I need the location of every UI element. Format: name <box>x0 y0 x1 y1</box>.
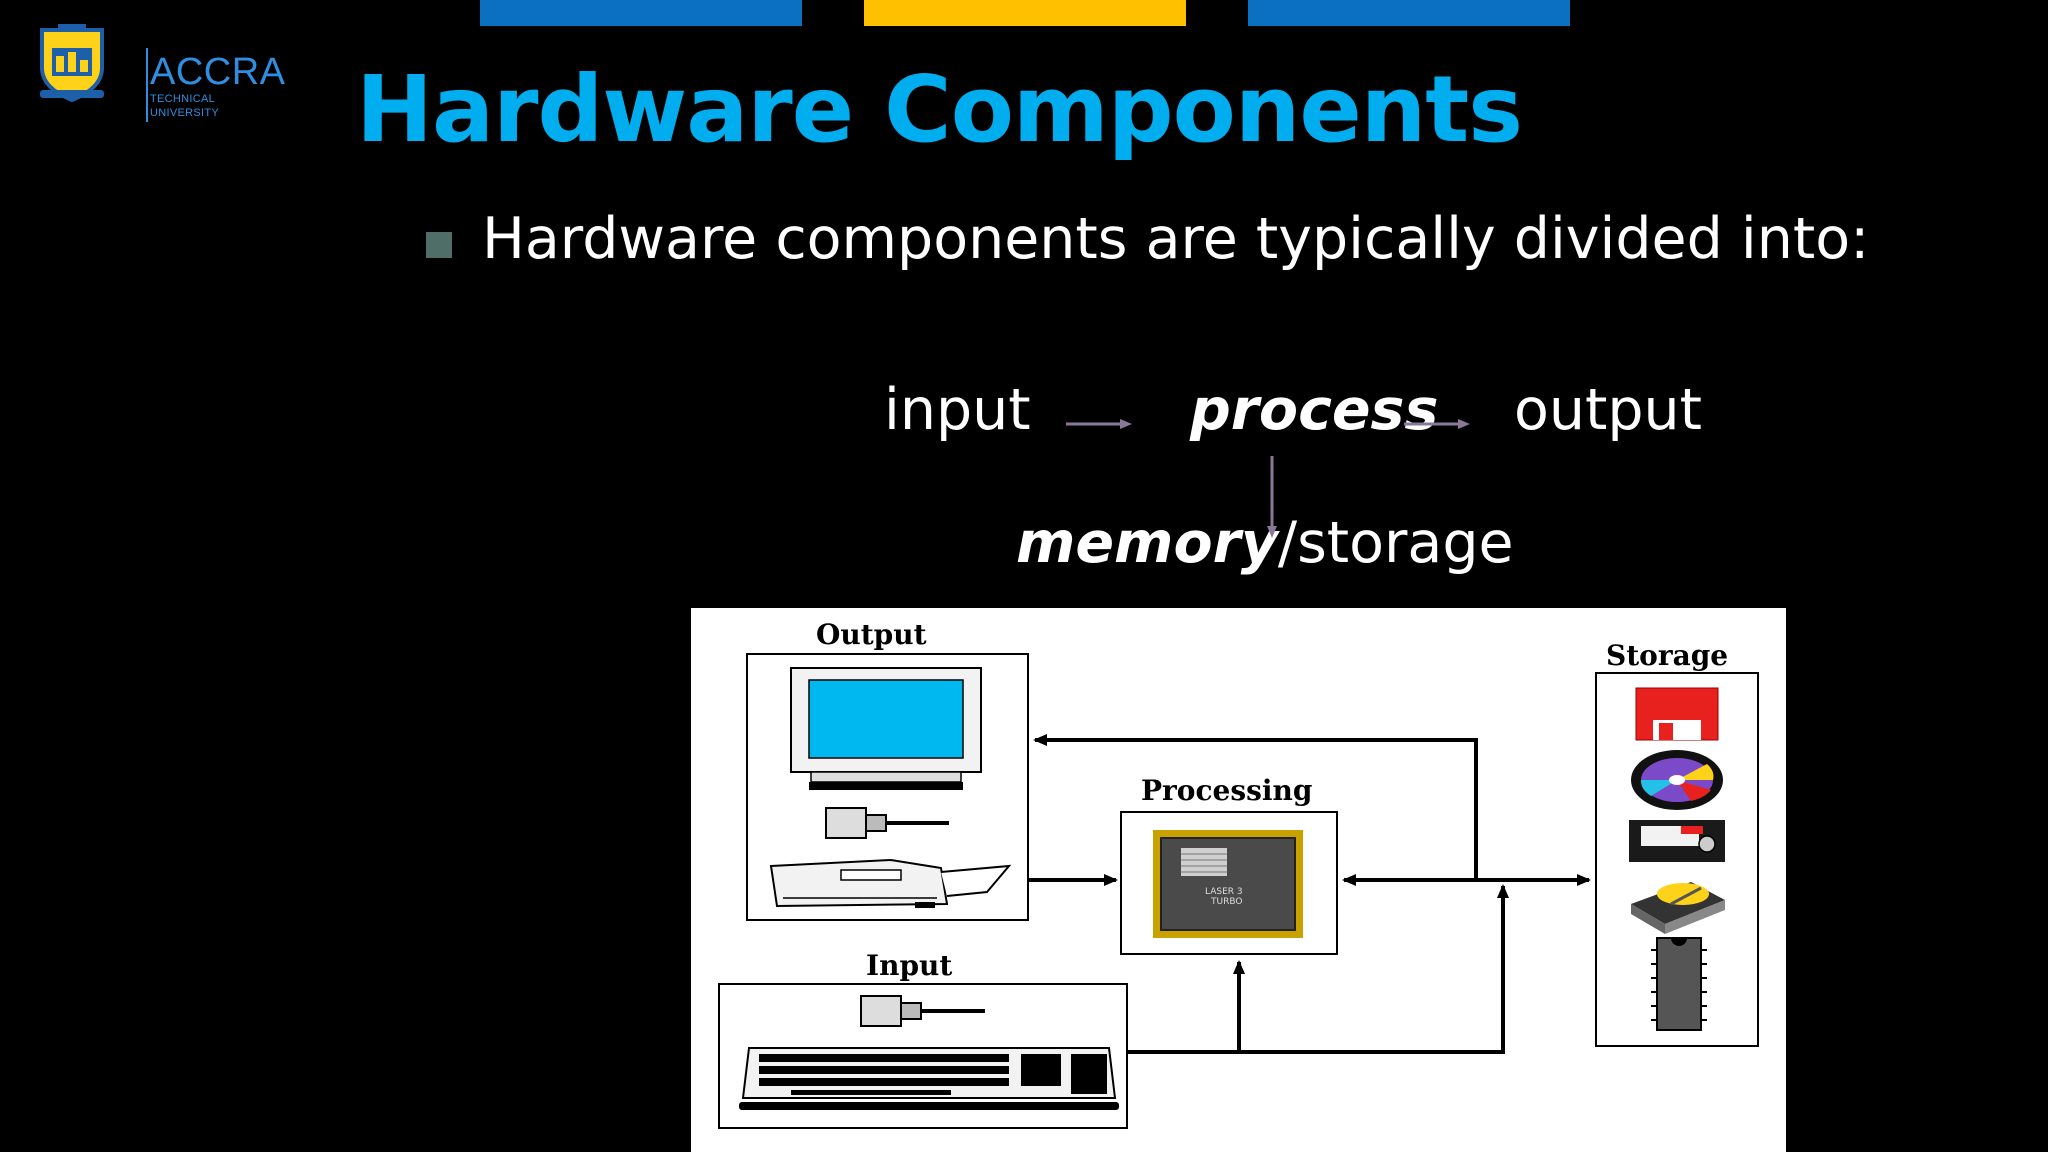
accent-bar-blue-right <box>1248 0 1570 26</box>
slide-title: Hardware Components <box>356 56 1523 163</box>
microphone-icon <box>860 995 985 1027</box>
cd-disc-icon <box>1631 750 1723 810</box>
flow-storage-label: /storage <box>1277 510 1514 576</box>
arrow-input-to-bus <box>1127 884 1509 1054</box>
chip-text-line2: TURBO <box>1210 897 1242 907</box>
processing-label: Processing <box>1141 774 1312 807</box>
arrow-processing-to-output <box>1033 734 1478 880</box>
hardware-diagram: Output Processing Storage Input <box>691 608 1786 1152</box>
flow-memory-label: memory <box>1016 510 1278 576</box>
keyboard-icon <box>739 1047 1119 1110</box>
university-logo: ACCRA TECHNICAL UNIVERSITY <box>34 22 285 122</box>
logo-name: ACCRA <box>150 51 286 93</box>
university-crest-icon <box>40 24 104 103</box>
storage-label: Storage <box>1606 639 1728 672</box>
logo-text: ACCRA TECHNICAL UNIVERSITY <box>150 52 286 120</box>
logo-divider <box>146 48 148 122</box>
memory-chip-icon <box>1651 937 1707 1031</box>
flow-process-label: process <box>1190 377 1439 443</box>
input-label: Input <box>866 949 952 982</box>
hard-drive-icon <box>1631 882 1725 934</box>
logo-subtitle: TECHNICAL UNIVERSITY <box>150 93 220 119</box>
speaker-icon <box>825 807 949 839</box>
printer-icon <box>769 858 1012 908</box>
flow-input-label: input <box>884 377 1031 443</box>
bullet-text: Hardware components are typically divide… <box>482 206 1870 272</box>
bullet-marker <box>426 232 452 258</box>
output-label: Output <box>816 618 927 651</box>
flow-memory-storage: memory/storage <box>1016 508 1514 578</box>
chip-text-line1: LASER 3 <box>1205 887 1243 897</box>
accent-bar-yellow <box>864 0 1186 26</box>
flow-output-label: output <box>1514 377 1703 443</box>
monitor-icon <box>790 667 982 790</box>
cpu-chip-icon: LASER 3 TURBO <box>1153 830 1303 938</box>
tape-cassette-icon <box>1629 820 1725 862</box>
floppy-disk-icon <box>1635 687 1719 741</box>
accent-bar-blue-left <box>480 0 802 26</box>
